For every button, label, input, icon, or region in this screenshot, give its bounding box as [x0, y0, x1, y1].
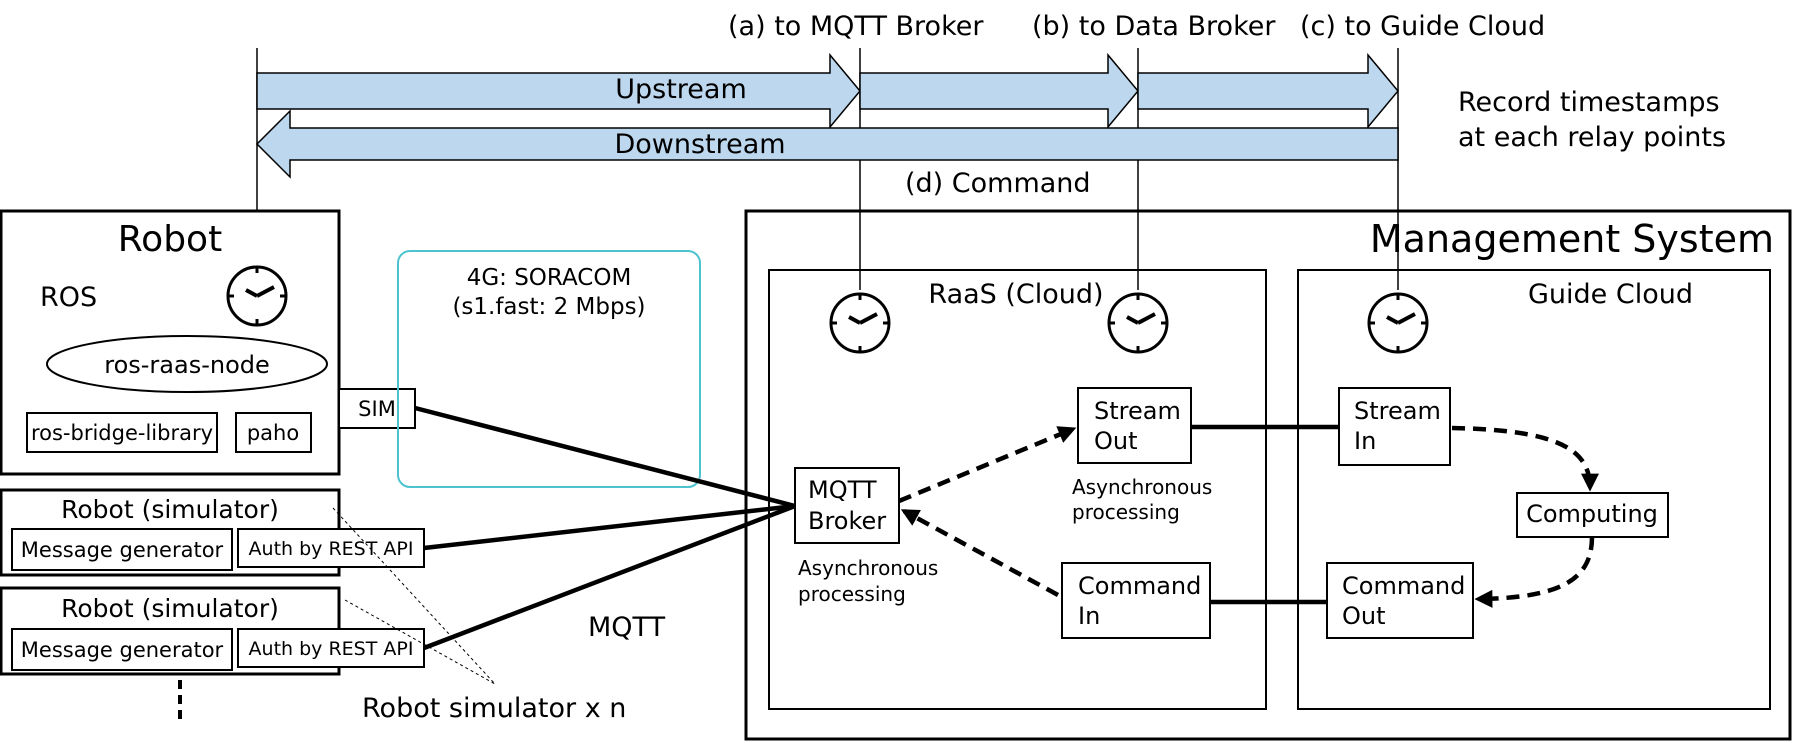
network-label-line2: (s1.fast: 2 Mbps): [452, 294, 645, 320]
message-generator-label-2: Message generator: [21, 638, 224, 662]
guide-cloud-box: [1297, 269, 1771, 710]
simulator-count-label: Robot simulator x n: [362, 693, 626, 724]
mqtt-broker-box: [794, 467, 900, 544]
management-system-title: Management System: [1370, 217, 1774, 261]
downstream-label: Downstream: [614, 129, 785, 160]
robot-title: Robot: [118, 219, 222, 260]
async-processing-stream-line1: Asynchronous: [1072, 475, 1212, 499]
ros-raas-node-label: ros-raas-node: [104, 351, 270, 379]
relay-label-c: (c) to Guide Cloud: [1300, 11, 1545, 42]
mqtt-connections: [414, 405, 796, 651]
management-system-box: [744, 209, 1792, 741]
sim-box: [338, 388, 416, 429]
raas-cloud-box: [768, 269, 1267, 710]
command-out-box: [1326, 562, 1474, 639]
async-flow-arrows: [898, 425, 1599, 608]
guide-cloud-title: Guide Cloud: [1528, 279, 1693, 310]
computing-label: Computing: [1526, 500, 1658, 528]
async-processing-broker-line2: processing: [798, 582, 906, 606]
command-in-label-line1: Command: [1078, 572, 1201, 600]
command-in-box: [1061, 562, 1211, 639]
stream-in-box: [1338, 387, 1451, 466]
computing-box: [1516, 492, 1669, 538]
network-box: [397, 250, 701, 488]
stream-out-label-line2: Out: [1094, 427, 1138, 455]
ros-label: ROS: [40, 282, 97, 313]
guide-cloud-clock-icon: [1367, 292, 1429, 354]
command-in-label-line2: In: [1078, 602, 1100, 630]
timestamp-note-line1: Record timestamps: [1458, 87, 1720, 118]
sim-label: SIM: [358, 397, 396, 421]
downstream-arrow: [255, 109, 1399, 179]
raas-cloud-title: RaaS (Cloud): [928, 279, 1103, 310]
simulator-box-1: Robot (simulator) Message generator Auth…: [0, 488, 425, 577]
timestamp-note-line2: at each relay points: [1458, 122, 1726, 153]
simulator-box-2: Robot (simulator) Message generator Auth…: [0, 586, 425, 676]
simulator-title-1: Robot (simulator): [61, 495, 279, 524]
relay-label-d: (d) Command: [905, 168, 1091, 199]
stream-in-label-line2: In: [1354, 427, 1376, 455]
robot-box: Robot ROS ros-raas-node ros-bridge-libra…: [0, 209, 341, 476]
stream-out-label-line1: Stream: [1094, 397, 1181, 425]
relay-label-a: (a) to MQTT Broker: [728, 11, 984, 42]
mqtt-label: MQTT: [588, 612, 666, 643]
command-out-label-line1: Command: [1342, 572, 1465, 600]
simulator-pointers: [332, 507, 496, 685]
stream-in-label-line1: Stream: [1354, 397, 1441, 425]
stream-out-box: [1077, 387, 1192, 464]
simulator-title-2: Robot (simulator): [61, 594, 279, 623]
upstream-label: Upstream: [615, 74, 747, 105]
raas-broker-clock-icon: [829, 292, 891, 354]
mqtt-broker-label-line1: MQTT: [808, 476, 877, 504]
auth-rest-api-label-2: Auth by REST API: [249, 638, 414, 660]
auth-rest-api-label-1: Auth by REST API: [249, 538, 414, 560]
relay-label-b: (b) to Data Broker: [1032, 11, 1276, 42]
paho-label: paho: [247, 421, 299, 445]
mqtt-broker-label-line2: Broker: [808, 507, 886, 535]
robot-clock-icon: [226, 265, 288, 327]
network-label-line1: 4G: SORACOM: [467, 265, 632, 291]
upstream-arrow: [256, 52, 1399, 130]
command-out-label-line2: Out: [1342, 602, 1386, 630]
async-processing-broker-line1: Asynchronous: [798, 556, 938, 580]
ros-bridge-library-label: ros-bridge-library: [31, 421, 213, 445]
raas-stream-clock-icon: [1107, 292, 1169, 354]
async-processing-stream-line2: processing: [1072, 500, 1180, 524]
message-generator-label-1: Message generator: [21, 538, 224, 562]
cloud-links: [1191, 424, 1339, 605]
